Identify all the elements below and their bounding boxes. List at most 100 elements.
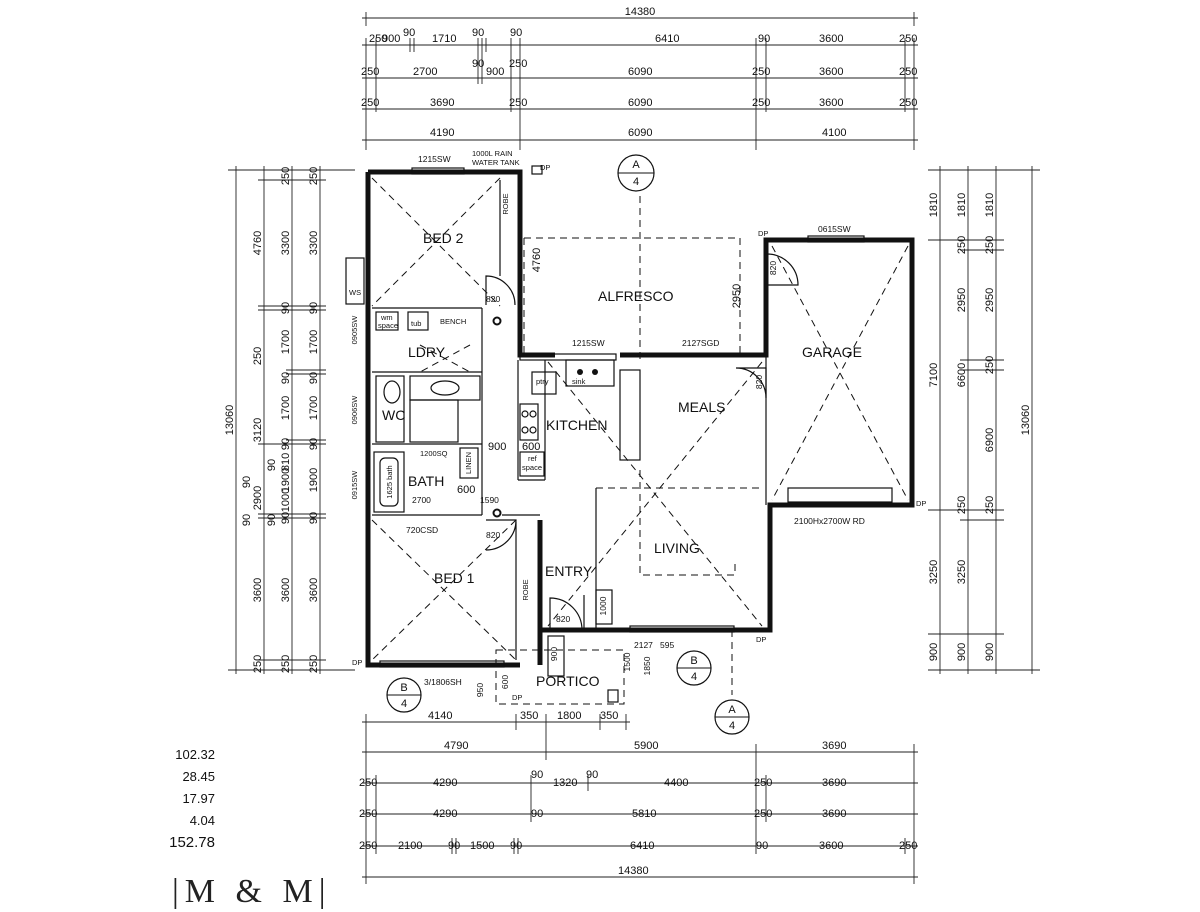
- door-garage-swing: [766, 253, 799, 286]
- top-r3-d5: 250: [752, 97, 770, 109]
- garage-roller-door: [787, 487, 893, 503]
- fixtures: [345, 165, 865, 703]
- label-ptry: ptry: [536, 377, 549, 386]
- left-c2-d3: 3120: [252, 418, 264, 442]
- label-p1850: 1850: [642, 656, 652, 675]
- label-door-entry-820: 820: [556, 614, 570, 624]
- left-c2-d7: 90: [266, 514, 278, 526]
- sink-tap: [577, 369, 583, 375]
- label-b600: 600: [457, 484, 475, 496]
- bot-r5-d6: 6410: [630, 840, 654, 852]
- label-door-meals-820: 820: [754, 375, 764, 389]
- section-b-left-label: B: [400, 682, 407, 694]
- entry-cupboard: [595, 589, 613, 625]
- bot-r5-d4: 1500: [470, 840, 494, 852]
- section-a-bottom-label: A: [728, 704, 736, 716]
- left-total-dim: 13060: [224, 405, 236, 436]
- area-value-1: 102.32: [175, 747, 215, 762]
- room-labels: BED 2 ALFRESCO GARAGE LDRY KITCHEN MEALS…: [382, 193, 862, 689]
- area-schedule: 102.32 28.45 17.97 4.04 152.78: [130, 744, 215, 854]
- bot-r4-d5: 250: [754, 808, 772, 820]
- door-entry-swing: [549, 597, 583, 631]
- bath-tub: [373, 451, 405, 513]
- area-value-3: 17.97: [182, 791, 215, 806]
- label-ref-space: space: [522, 463, 542, 472]
- brand-logo-text: |M & M|: [172, 873, 332, 910]
- right-c3-d6: 250: [984, 496, 996, 514]
- left-c3-d10: 3600: [280, 578, 292, 602]
- left-c3-d8: 1900: [280, 468, 292, 492]
- top-r1-d5: 90: [472, 27, 484, 39]
- label-k600: 600: [522, 441, 540, 453]
- top-r2-d1: 250: [361, 66, 379, 78]
- left-c2-d5: 1000: [280, 488, 292, 512]
- right-c3-d2: 250: [984, 236, 996, 254]
- room-entry: ENTRY: [545, 563, 593, 579]
- room-portico: PORTICO: [536, 673, 600, 689]
- label-ws: WS: [349, 288, 361, 297]
- label-door-garage-820: 820: [768, 261, 778, 275]
- burner-4: [529, 426, 537, 434]
- bot-r3-d1: 250: [359, 777, 377, 789]
- label-window-bed1: 3/1806SH: [424, 677, 462, 687]
- label-window-living-2: 595: [660, 640, 674, 650]
- label-dp-2: DP: [758, 229, 768, 238]
- label-p900: 900: [549, 647, 559, 661]
- left-c3-d11: 250: [280, 655, 292, 673]
- pantry: [531, 371, 557, 395]
- section-a-bottom-sheet: 4: [729, 720, 735, 732]
- label-p950: 950: [475, 683, 485, 697]
- bot-r5-d2: 2100: [398, 840, 422, 852]
- vanity: [409, 375, 481, 401]
- top-r3-d2: 3690: [430, 97, 454, 109]
- top-r3-d7: 250: [899, 97, 917, 109]
- label-wm: wm: [380, 313, 393, 322]
- bot-r5-d8: 3600: [819, 840, 843, 852]
- top-r1-d7: 6410: [655, 33, 679, 45]
- left-c2-d4: 90: [266, 459, 278, 471]
- left-c2-d2: 250: [252, 347, 264, 365]
- label-shower: 1200SQ: [420, 449, 448, 458]
- label-garage-door: 2100Hx2700W RD: [794, 516, 865, 526]
- bot-r3-d8: 3690: [822, 777, 846, 789]
- label-0915sw: 0915SW: [350, 470, 359, 500]
- section-a-top-label: A: [632, 159, 640, 171]
- room-living: LIVING: [654, 540, 700, 556]
- top-r1-d4: 1710: [432, 33, 456, 45]
- left-c4-d9: 90: [308, 512, 320, 524]
- left-c3-d6: 1700: [280, 396, 292, 420]
- top-r3-d6: 3600: [819, 97, 843, 109]
- shower-grid: [409, 399, 459, 443]
- dashed-ceiling-lines: [371, 160, 909, 705]
- right-c2-d3: 2950: [956, 288, 968, 312]
- bottom-total-dim: 14380: [618, 865, 649, 877]
- sink-drain: [592, 369, 598, 375]
- label-p600: 600: [500, 675, 510, 689]
- room-bed2: BED 2: [423, 230, 464, 246]
- right-c3-d4: 250: [984, 356, 996, 374]
- label-door-alfresco: 2127SGD: [682, 338, 719, 348]
- right-c2-d5: 250: [956, 496, 968, 514]
- top-r1-d2: 900: [382, 33, 400, 45]
- left-c3-d2: 3300: [280, 231, 292, 255]
- annotations: 1215SW 1000L RAIN WATER TANK 0615SW 1215…: [349, 149, 926, 702]
- left-extra-d1: 90: [241, 476, 253, 488]
- bed2-window: [411, 167, 465, 175]
- bot-r3-d3: 90: [531, 769, 543, 781]
- bot-r4-d4: 5810: [632, 808, 656, 820]
- burner-1: [521, 410, 529, 418]
- top-r1-d10: 250: [899, 33, 917, 45]
- top-r2-d8: 3600: [819, 66, 843, 78]
- label-p1500: 1500: [622, 652, 632, 671]
- area-total: 152.78: [169, 834, 215, 851]
- robe-bed2: ROBE: [501, 193, 510, 214]
- right-c3-d7: 900: [984, 643, 996, 661]
- bot-r5-d1: 250: [359, 840, 377, 852]
- top-r2-d2: 2700: [413, 66, 437, 78]
- area-value-4: 4.04: [189, 813, 215, 828]
- burner-3: [521, 426, 529, 434]
- vanity-basin: [430, 380, 460, 396]
- right-c2-d2: 250: [956, 236, 968, 254]
- bed1-window: [379, 660, 505, 668]
- left-c3-d9: 90: [280, 512, 292, 524]
